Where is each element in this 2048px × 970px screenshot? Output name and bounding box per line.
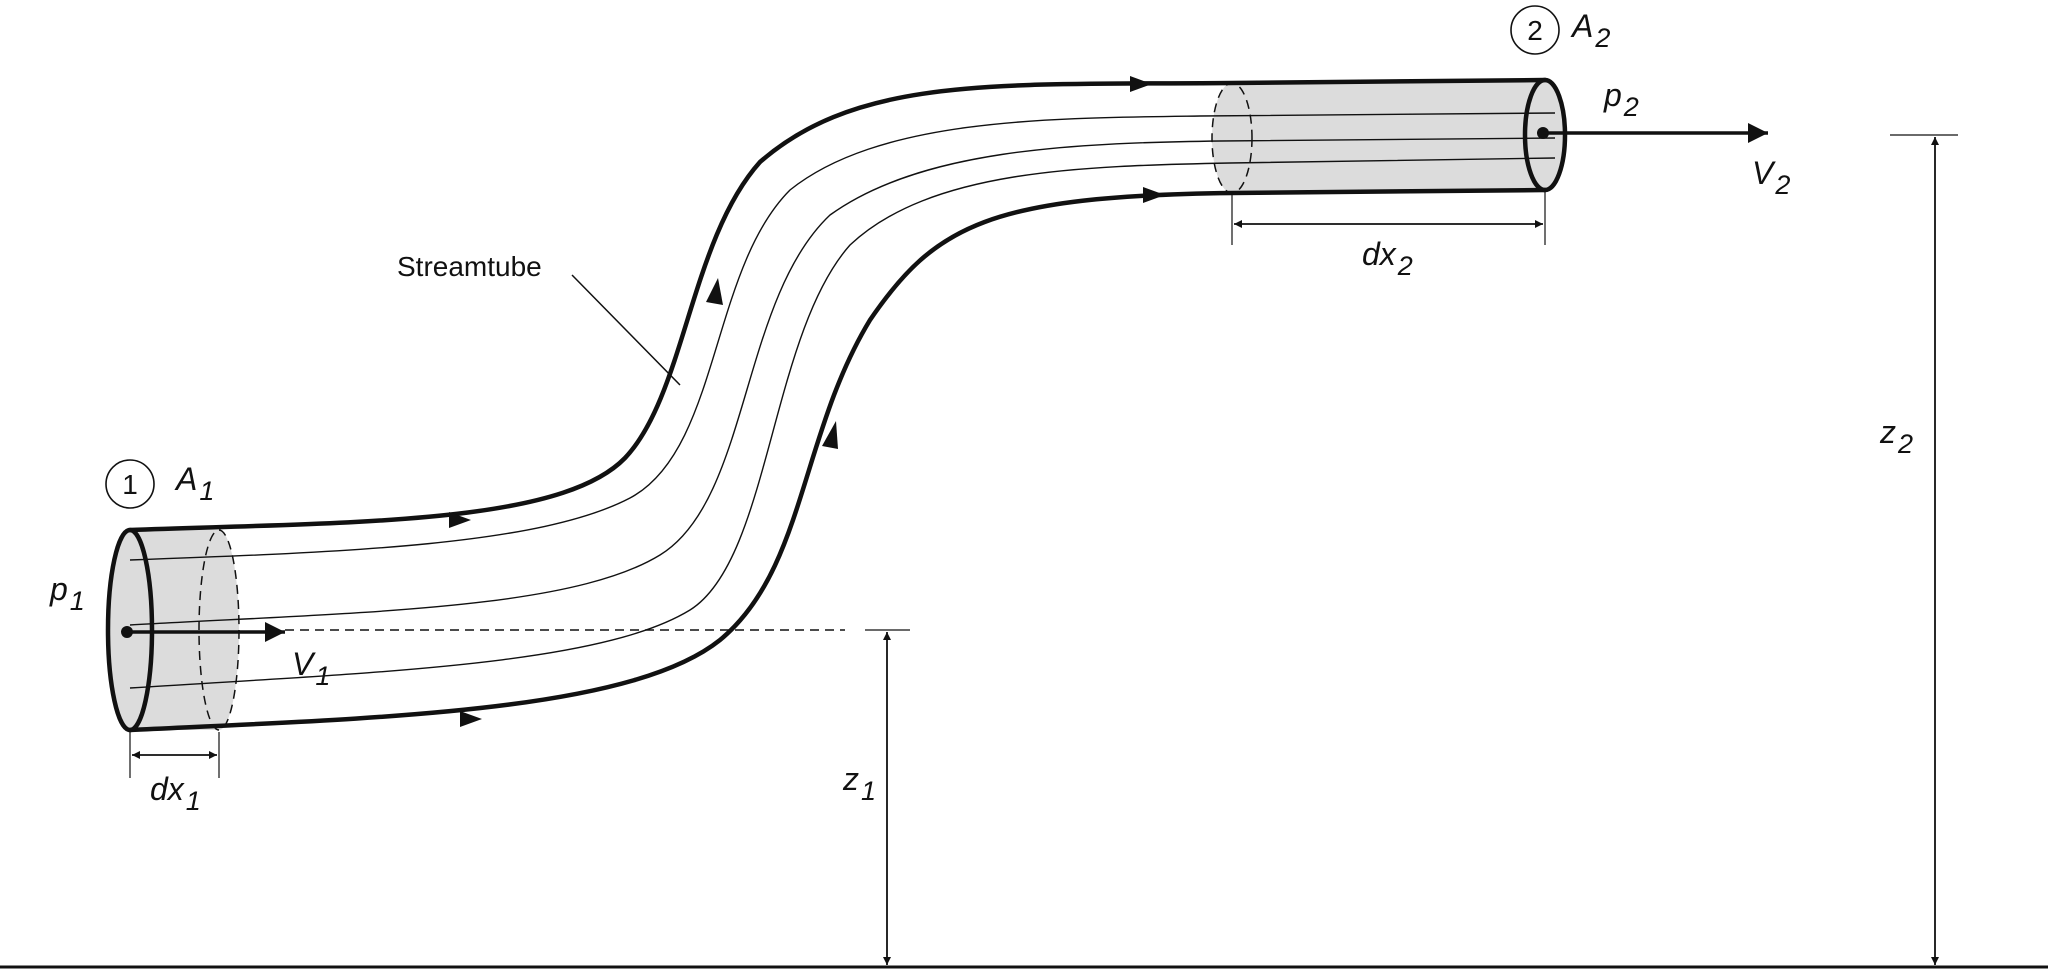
outlet-element-back-ellipse	[1211, 82, 1253, 194]
flow-arrow-upper-rising	[706, 278, 723, 305]
dx1-label: dx1	[150, 771, 201, 816]
streamline-c	[129, 157, 1556, 689]
z1-label: z1	[842, 761, 876, 806]
flow-arrow-lower-right	[1143, 187, 1165, 203]
flow-arrow-lower-rising	[822, 421, 838, 449]
streamtube-leader-line	[571, 274, 681, 386]
pressure1-label: p1	[49, 571, 85, 616]
inlet-element-back-ellipse	[198, 529, 240, 731]
dx2-label: dx2	[1362, 236, 1413, 281]
streamline-b	[129, 137, 1556, 626]
z2-label: z2	[1879, 414, 1913, 459]
outlet-element-shading	[1212, 80, 1565, 193]
flow-arrow-lower-left	[460, 711, 482, 727]
interior-streamlines	[129, 112, 1556, 689]
streamtube-label: Streamtube	[397, 251, 542, 282]
streamtube-lower-wall	[127, 187, 1548, 733]
station1-number: 1	[122, 469, 138, 500]
velocity2-label: V2	[1752, 155, 1790, 200]
flow-arrow-upper-right	[1130, 76, 1152, 92]
flow-direction-arrows	[449, 76, 1165, 727]
pressure2-label: p2	[1603, 77, 1639, 122]
streamline-a	[129, 112, 1556, 561]
flow-arrow-upper-left	[449, 512, 471, 528]
streamtube-upper-wall	[127, 77, 1548, 533]
outlet-face-ellipse	[1522, 77, 1568, 193]
area1-label: A1	[174, 461, 214, 506]
area2-label: A2	[1570, 8, 1610, 53]
velocity1-label: V1	[292, 646, 330, 691]
inlet-face-ellipse	[105, 527, 155, 733]
station2-circle	[1510, 5, 1560, 55]
station2-number: 2	[1527, 15, 1543, 46]
inlet-element-shading	[108, 530, 239, 730]
station1-circle	[105, 459, 155, 509]
